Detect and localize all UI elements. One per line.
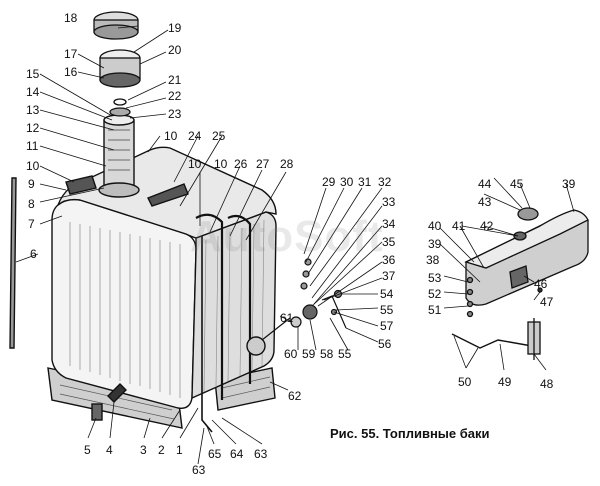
filler-cap-assembly bbox=[93, 11, 141, 117]
callout-35: 35 bbox=[382, 235, 396, 249]
callout-6: 6 bbox=[30, 247, 37, 261]
main-fuel-tank bbox=[9, 114, 291, 433]
callout-8: 8 bbox=[28, 197, 35, 211]
callout-33: 33 bbox=[382, 195, 396, 209]
callout-55-b: 55 bbox=[338, 347, 352, 361]
callout-55-a: 55 bbox=[380, 303, 394, 317]
callout-30: 30 bbox=[340, 175, 354, 189]
callout-4: 4 bbox=[106, 443, 113, 457]
callout-3: 3 bbox=[140, 443, 147, 457]
callout-1: 1 bbox=[176, 443, 183, 457]
callout-12: 12 bbox=[26, 121, 40, 135]
gasket-ring bbox=[113, 98, 127, 106]
callout-27: 27 bbox=[256, 157, 270, 171]
callout-32: 32 bbox=[378, 175, 392, 189]
callout-11: 11 bbox=[26, 139, 39, 153]
callout-34: 34 bbox=[382, 217, 396, 231]
fuel-line bbox=[451, 333, 533, 349]
callout-41: 41 bbox=[452, 219, 466, 233]
callout-62: 62 bbox=[288, 389, 302, 403]
callout-labels: 1 2 3 4 5 6 7 8 9 10 10 10 10 11 12 13 1… bbox=[26, 11, 576, 477]
callout-39-b: 39 bbox=[428, 237, 442, 251]
callout-18: 18 bbox=[64, 11, 78, 25]
callout-13: 13 bbox=[26, 103, 40, 117]
callout-15: 15 bbox=[26, 67, 40, 81]
additional-fuel-tank bbox=[451, 207, 589, 360]
strap-rod bbox=[9, 177, 17, 349]
fuel-tap-assembly bbox=[290, 258, 347, 329]
callout-63-a: 63 bbox=[192, 463, 206, 477]
callout-51: 51 bbox=[428, 303, 442, 317]
callout-24: 24 bbox=[188, 129, 202, 143]
callout-14: 14 bbox=[26, 85, 40, 99]
callout-16: 16 bbox=[64, 65, 78, 79]
callout-2: 2 bbox=[158, 443, 165, 457]
callout-61: 61 bbox=[280, 311, 294, 325]
callout-25: 25 bbox=[212, 129, 226, 143]
callout-40: 40 bbox=[428, 219, 442, 233]
callout-10-d: 10 bbox=[214, 157, 228, 171]
drain-tap bbox=[107, 383, 127, 403]
callout-26: 26 bbox=[234, 157, 248, 171]
callout-46: 46 bbox=[534, 277, 548, 291]
callout-65: 65 bbox=[208, 447, 222, 461]
callout-48: 48 bbox=[540, 377, 554, 391]
callout-45: 45 bbox=[510, 177, 524, 191]
callout-54: 54 bbox=[380, 287, 394, 301]
callout-17: 17 bbox=[64, 47, 78, 61]
callout-49: 49 bbox=[498, 375, 512, 389]
callout-10-a: 10 bbox=[26, 159, 40, 173]
callout-19: 19 bbox=[168, 21, 182, 35]
filler-neck-rim bbox=[98, 182, 140, 198]
callout-21: 21 bbox=[168, 73, 182, 87]
callout-37: 37 bbox=[382, 269, 396, 283]
callout-31: 31 bbox=[358, 175, 372, 189]
tank2-cap bbox=[517, 207, 539, 221]
callout-63-b: 63 bbox=[254, 447, 268, 461]
leader-lines bbox=[15, 25, 575, 465]
callout-64: 64 bbox=[230, 447, 244, 461]
callout-57: 57 bbox=[380, 319, 394, 333]
callout-60: 60 bbox=[284, 347, 298, 361]
callout-39-a: 39 bbox=[562, 177, 576, 191]
callout-44: 44 bbox=[478, 177, 492, 191]
callout-28: 28 bbox=[280, 157, 294, 171]
callout-36: 36 bbox=[382, 253, 396, 267]
callout-7: 7 bbox=[28, 217, 35, 231]
callout-5: 5 bbox=[84, 443, 91, 457]
callout-42: 42 bbox=[480, 219, 494, 233]
callout-50: 50 bbox=[458, 375, 472, 389]
callout-22: 22 bbox=[168, 89, 182, 103]
tank-strap bbox=[65, 175, 97, 195]
callout-58: 58 bbox=[320, 347, 334, 361]
callout-10-b: 10 bbox=[164, 129, 178, 143]
figure-caption: Рис. 55. Топливные баки bbox=[330, 426, 490, 441]
callout-23: 23 bbox=[168, 107, 182, 121]
callout-59: 59 bbox=[302, 347, 316, 361]
callout-56: 56 bbox=[378, 337, 392, 351]
callout-52: 52 bbox=[428, 287, 442, 301]
callout-10-c: 10 bbox=[188, 157, 202, 171]
callout-38: 38 bbox=[426, 253, 440, 267]
callout-20: 20 bbox=[168, 43, 182, 57]
callout-53: 53 bbox=[428, 271, 442, 285]
callout-47: 47 bbox=[540, 295, 554, 309]
callout-29: 29 bbox=[322, 175, 336, 189]
filler-neck bbox=[103, 119, 135, 191]
callout-9: 9 bbox=[28, 177, 35, 191]
tap-body bbox=[302, 304, 318, 320]
callout-43: 43 bbox=[478, 195, 492, 209]
outlet-fitting bbox=[246, 336, 266, 356]
